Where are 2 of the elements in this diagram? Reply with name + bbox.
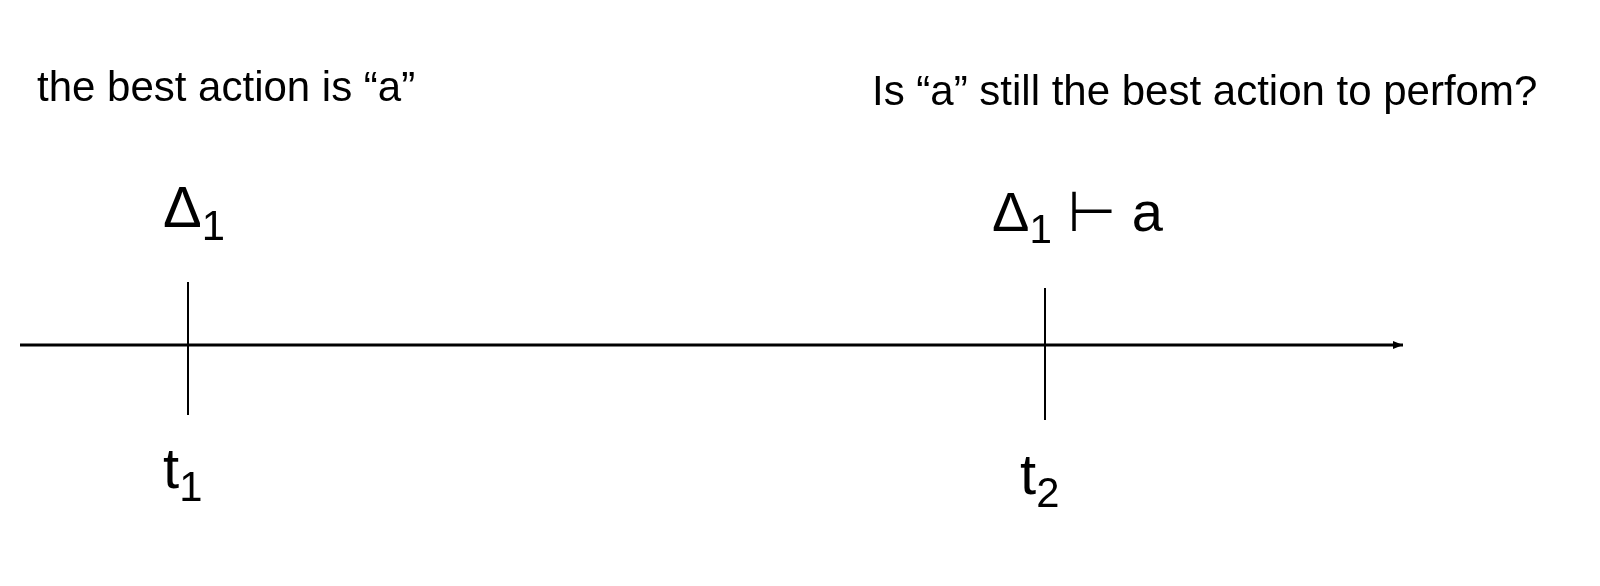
question-text: Is “a” still the best action to perfom? [872, 70, 1538, 112]
annotation-text: the best action is “a” [37, 66, 416, 108]
